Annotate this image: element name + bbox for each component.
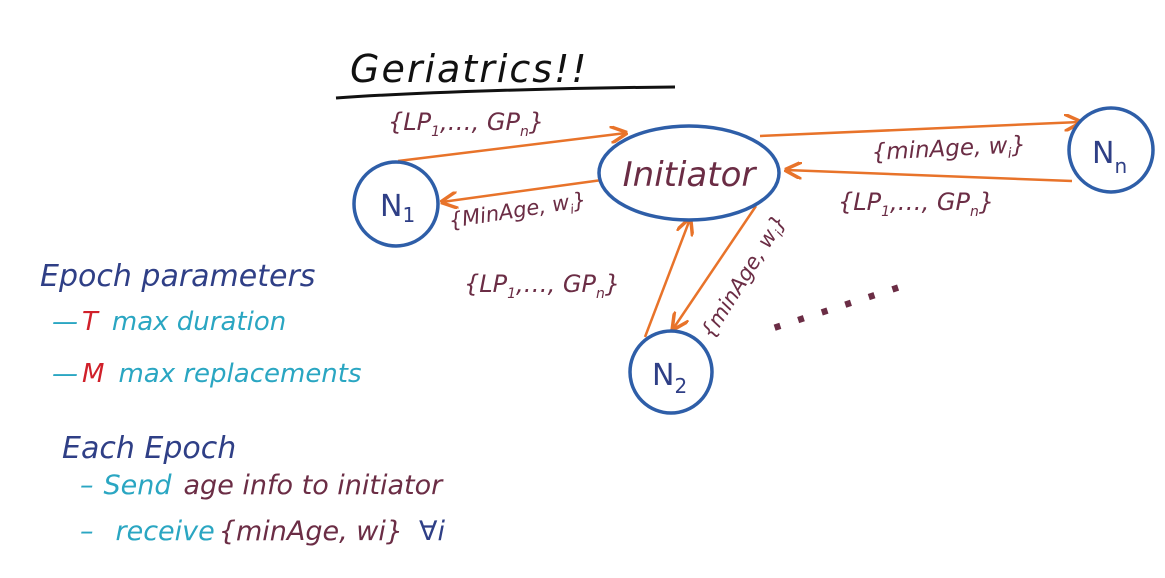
svg-text:N1: N1 — [380, 189, 415, 227]
arrow-n1-to-initiator — [397, 133, 626, 163]
label-n2-to-initiator: {LP1,…, GPn} — [464, 270, 620, 302]
arrow-nn-to-initiator — [786, 170, 1073, 183]
n2-subscript: 2 — [674, 374, 687, 398]
label-initiator-to-nn: {minAge, wi} — [871, 132, 1027, 169]
label-n1-to-initiator: {LP1,…, GPn} — [388, 108, 544, 140]
n2-label: N — [652, 358, 674, 393]
label-nn-to-initiator: {LP1,…, GPn} — [838, 188, 994, 220]
nn-subscript: n — [1114, 154, 1127, 178]
arrow-initiator-to-n2 — [673, 205, 758, 329]
arrow-initiator-to-nn — [759, 122, 1080, 138]
node-n1: N1 — [352, 160, 440, 248]
arrow-n2-to-initiator — [643, 219, 690, 338]
each-epoch-line-2: –receive{minAge, wi}∀i — [80, 516, 445, 547]
node-nn: Nn — [1067, 106, 1155, 194]
nn-label: N — [1092, 136, 1114, 171]
each-epoch-heading: Each Epoch — [62, 431, 236, 466]
page-title: Geriatrics!! — [350, 47, 589, 91]
svg-text:N2: N2 — [652, 358, 687, 398]
label-initiator-to-n1: {MinAge, wi} — [447, 188, 588, 237]
arrow-initiator-to-n1 — [442, 178, 603, 202]
more-nodes-ellipsis: · · · · · · — [765, 268, 907, 348]
node-initiator: Initiator — [597, 124, 781, 222]
title-underline — [335, 85, 676, 100]
svg-text:Nn: Nn — [1092, 136, 1127, 178]
n1-label: N — [380, 189, 402, 224]
node-n2: N2 — [628, 329, 714, 415]
initiator-label: Initiator — [623, 155, 758, 195]
epoch-parameters-heading: Epoch parameters — [40, 259, 315, 294]
n1-subscript: 1 — [402, 203, 415, 227]
